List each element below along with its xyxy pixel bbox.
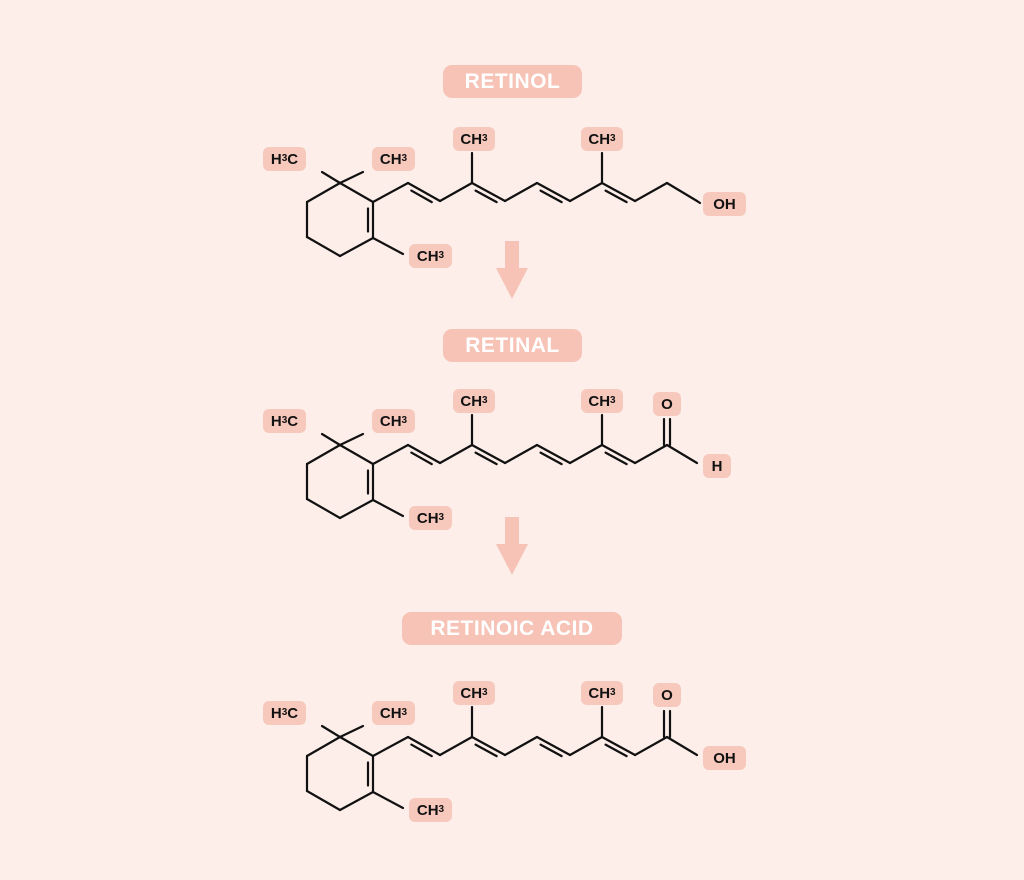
atom-label-oh: OH [703,192,746,216]
compound-title-retinal: RETINAL [443,329,582,362]
molecule-retinal [305,413,699,520]
molecule-retinoic-acid [305,705,699,812]
molecule-retinol [305,151,702,258]
reaction-arrow-2 [496,517,528,575]
atom-label-oh: OH [703,746,746,770]
reaction-arrow-1 [496,241,528,299]
compound-title-retinol: RETINOL [443,65,582,98]
atom-label-o: O [653,392,681,416]
compound-title-retinoic-acid: RETINOIC ACID [402,612,622,645]
atom-label-o: O [653,683,681,707]
atom-label-h: H [703,454,731,478]
